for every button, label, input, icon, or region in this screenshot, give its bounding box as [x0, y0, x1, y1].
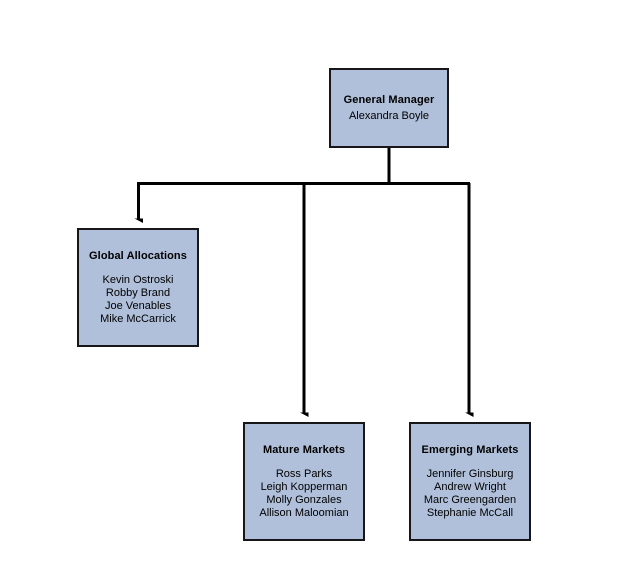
- node-member: Andrew Wright: [434, 480, 506, 493]
- node-member: Joe Venables: [104, 299, 172, 312]
- node-member: Stephanie McCall: [426, 506, 514, 519]
- node-member-list: Jennifer Ginsburg Andrew Wright Marc Gre…: [424, 468, 516, 520]
- node-mature-markets[interactable]: Mature Markets Ross Parks Leigh Kopperma…: [243, 422, 365, 541]
- node-member: Molly Gonzales: [266, 493, 342, 506]
- node-member-list: Alexandra Boyle: [349, 110, 429, 123]
- node-member: Jennifer Ginsburg: [426, 467, 514, 480]
- node-member: Leigh Kopperman: [260, 480, 348, 493]
- node-member: Allison Maloomian: [259, 506, 349, 519]
- node-title: Emerging Markets: [421, 443, 519, 456]
- node-member: Kevin Ostroski: [102, 273, 174, 286]
- node-member-list: Ross Parks Leigh Kopperman Molly Gonzale…: [259, 468, 348, 520]
- node-member: Robby Brand: [105, 286, 171, 299]
- node-member: Ross Parks: [275, 467, 333, 480]
- node-title: Global Allocations: [89, 249, 187, 262]
- node-title: Mature Markets: [262, 443, 346, 456]
- node-member: Mike McCarrick: [100, 312, 176, 325]
- node-global-allocations[interactable]: Global Allocations Kevin Ostroski Robby …: [77, 228, 199, 347]
- node-general-manager[interactable]: General Manager Alexandra Boyle: [329, 68, 449, 148]
- node-emerging-markets[interactable]: Emerging Markets Jennifer Ginsburg Andre…: [409, 422, 531, 541]
- node-member: Alexandra Boyle: [348, 109, 430, 122]
- node-title: General Manager: [343, 93, 435, 106]
- node-member-list: Kevin Ostroski Robby Brand Joe Venables …: [100, 274, 176, 326]
- node-member: Marc Greengarden: [423, 493, 517, 506]
